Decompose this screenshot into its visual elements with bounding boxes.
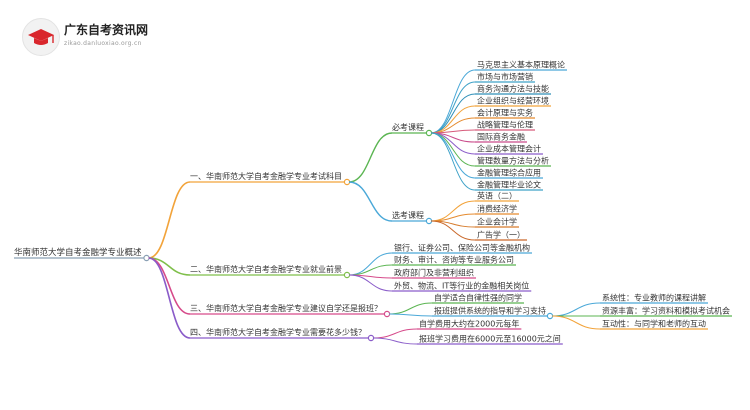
study-link-1 bbox=[388, 302, 433, 315]
leaf-link-1-10 bbox=[430, 132, 476, 179]
leaf-link-1-8 bbox=[430, 132, 476, 155]
group-2-node[interactable]: 选考课程 bbox=[392, 210, 424, 220]
branch-1-node[interactable]: 一、华南师范大学自考金融学专业考试科目 bbox=[190, 171, 342, 181]
site-logo[interactable]: 广东自考资讯网 zikao.danluoxiao.org.cn bbox=[22, 18, 212, 58]
logo-title: 广东自考资讯网 bbox=[64, 23, 149, 37]
branch-link-1 bbox=[148, 181, 191, 259]
course-item[interactable]: 会计原理与实务 bbox=[477, 108, 533, 118]
branch-1-connector bbox=[343, 178, 351, 186]
course-item[interactable]: 企业组织与经营环境 bbox=[477, 96, 549, 106]
branch-3-node[interactable]: 三、华南师范大学自考金融学专业建议自学还是报班？ bbox=[190, 303, 382, 313]
career-item[interactable]: 银行、证券公司、保险公司等金融机构 bbox=[394, 243, 530, 253]
career-item[interactable]: 政府部门及非营利组织 bbox=[394, 268, 474, 278]
benefit-link-1 bbox=[551, 302, 601, 317]
course-item[interactable]: 企业会计学 bbox=[477, 217, 517, 227]
cost-item[interactable]: 自学费用大约在2000元每年 bbox=[419, 319, 519, 329]
career-link-1 bbox=[348, 252, 393, 276]
career-link-2 bbox=[348, 264, 393, 276]
cost-item[interactable]: 报班学习费用在6000元至16000元之间 bbox=[419, 334, 561, 344]
career-item[interactable]: 外贸、物流、IT等行业的金融相关岗位 bbox=[394, 281, 529, 291]
course-item[interactable]: 战略管理与伦理 bbox=[477, 120, 533, 130]
course-item[interactable]: 马克思主义基本原理概论 bbox=[477, 60, 565, 70]
root-connector bbox=[143, 254, 150, 262]
course-item[interactable]: 国际商务金融 bbox=[477, 132, 525, 142]
career-link-4 bbox=[348, 274, 393, 292]
career-item[interactable]: 财务、审计、咨询等专业服务公司 bbox=[394, 255, 514, 265]
study-link-2 bbox=[388, 313, 433, 317]
branch-link-4 bbox=[148, 257, 191, 339]
leaf-link-1-3 bbox=[430, 93, 476, 134]
cost-link-2 bbox=[372, 337, 418, 345]
course-item[interactable]: 企业成本管理会计 bbox=[477, 144, 541, 154]
course-item[interactable]: 管理数量方法与分析 bbox=[477, 156, 549, 166]
benefit-item[interactable]: 资源丰富：学习资料和模拟考试机会 bbox=[602, 306, 730, 316]
group-link-2 bbox=[348, 181, 393, 222]
group-1-node[interactable]: 必考课程 bbox=[392, 122, 424, 132]
study-item[interactable]: 报班提供系统的指导和学习支持 bbox=[434, 306, 546, 316]
group-2-connector bbox=[425, 217, 433, 225]
course-item[interactable]: 广告学（一） bbox=[477, 230, 525, 240]
branch-2-node[interactable]: 二、华南师范大学自考金融学专业就业前景 bbox=[190, 264, 342, 274]
branch-4-node[interactable]: 四、华南师范大学自考金融学专业需要花多少钱？ bbox=[190, 327, 366, 337]
course-item[interactable]: 商务沟通方法与技能 bbox=[477, 84, 549, 94]
root-node[interactable]: 华南师范大学自考金融学专业概述 bbox=[14, 247, 142, 258]
benefit-item[interactable]: 互动性：与同学和老师的互动 bbox=[602, 319, 706, 329]
leaf-link-2-4 bbox=[430, 220, 476, 241]
benefit-item[interactable]: 系统性：专业教师的课程讲解 bbox=[602, 293, 706, 303]
course-item[interactable]: 金融管理毕业论文 bbox=[477, 180, 541, 190]
group-1-connector bbox=[425, 129, 433, 137]
study-item[interactable]: 自学适合自律性强的同学 bbox=[434, 293, 522, 303]
branch-4-connector bbox=[367, 334, 375, 342]
course-item[interactable]: 金融管理综合应用 bbox=[477, 168, 541, 178]
course-item[interactable]: 市场与市场营销 bbox=[477, 72, 533, 82]
leaf-link-1-4 bbox=[430, 105, 476, 134]
logo-subtitle: zikao.danluoxiao.org.cn bbox=[64, 40, 142, 47]
cost-link-1 bbox=[372, 328, 418, 339]
branch-3-connector bbox=[383, 310, 391, 318]
graduation-cap-icon bbox=[22, 18, 60, 56]
leaf-link-1-1 bbox=[430, 69, 476, 134]
leaf-link-1-11 bbox=[430, 132, 476, 191]
branch-2-connector bbox=[343, 271, 351, 279]
course-item[interactable]: 英语（二） bbox=[477, 191, 517, 201]
benefit-link-3 bbox=[551, 315, 601, 330]
study-item-connector bbox=[546, 312, 554, 320]
group-link-1 bbox=[348, 132, 393, 183]
course-item[interactable]: 消费经济学 bbox=[477, 204, 517, 214]
